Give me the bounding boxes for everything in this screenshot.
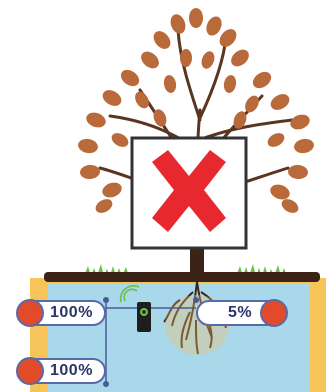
gauge-value: 100% (50, 362, 93, 380)
connector-dot (103, 297, 109, 303)
soil-surface (44, 272, 320, 282)
gauge-indicator-icon (16, 299, 44, 327)
gauge-indicator-icon (16, 357, 44, 385)
moisture-sensor-icon (137, 302, 151, 332)
connector-dot (193, 297, 199, 303)
gauge-value: 5% (228, 304, 252, 322)
connector-dot (103, 381, 109, 387)
gauge-left-bottom: 100% (18, 358, 106, 384)
gauge-value: 100% (50, 304, 93, 322)
gauge-right: 5% (196, 300, 286, 326)
x-mark-icon (132, 138, 246, 248)
gauge-left-top: 100% (18, 300, 106, 326)
gauge-indicator-icon (260, 299, 288, 327)
